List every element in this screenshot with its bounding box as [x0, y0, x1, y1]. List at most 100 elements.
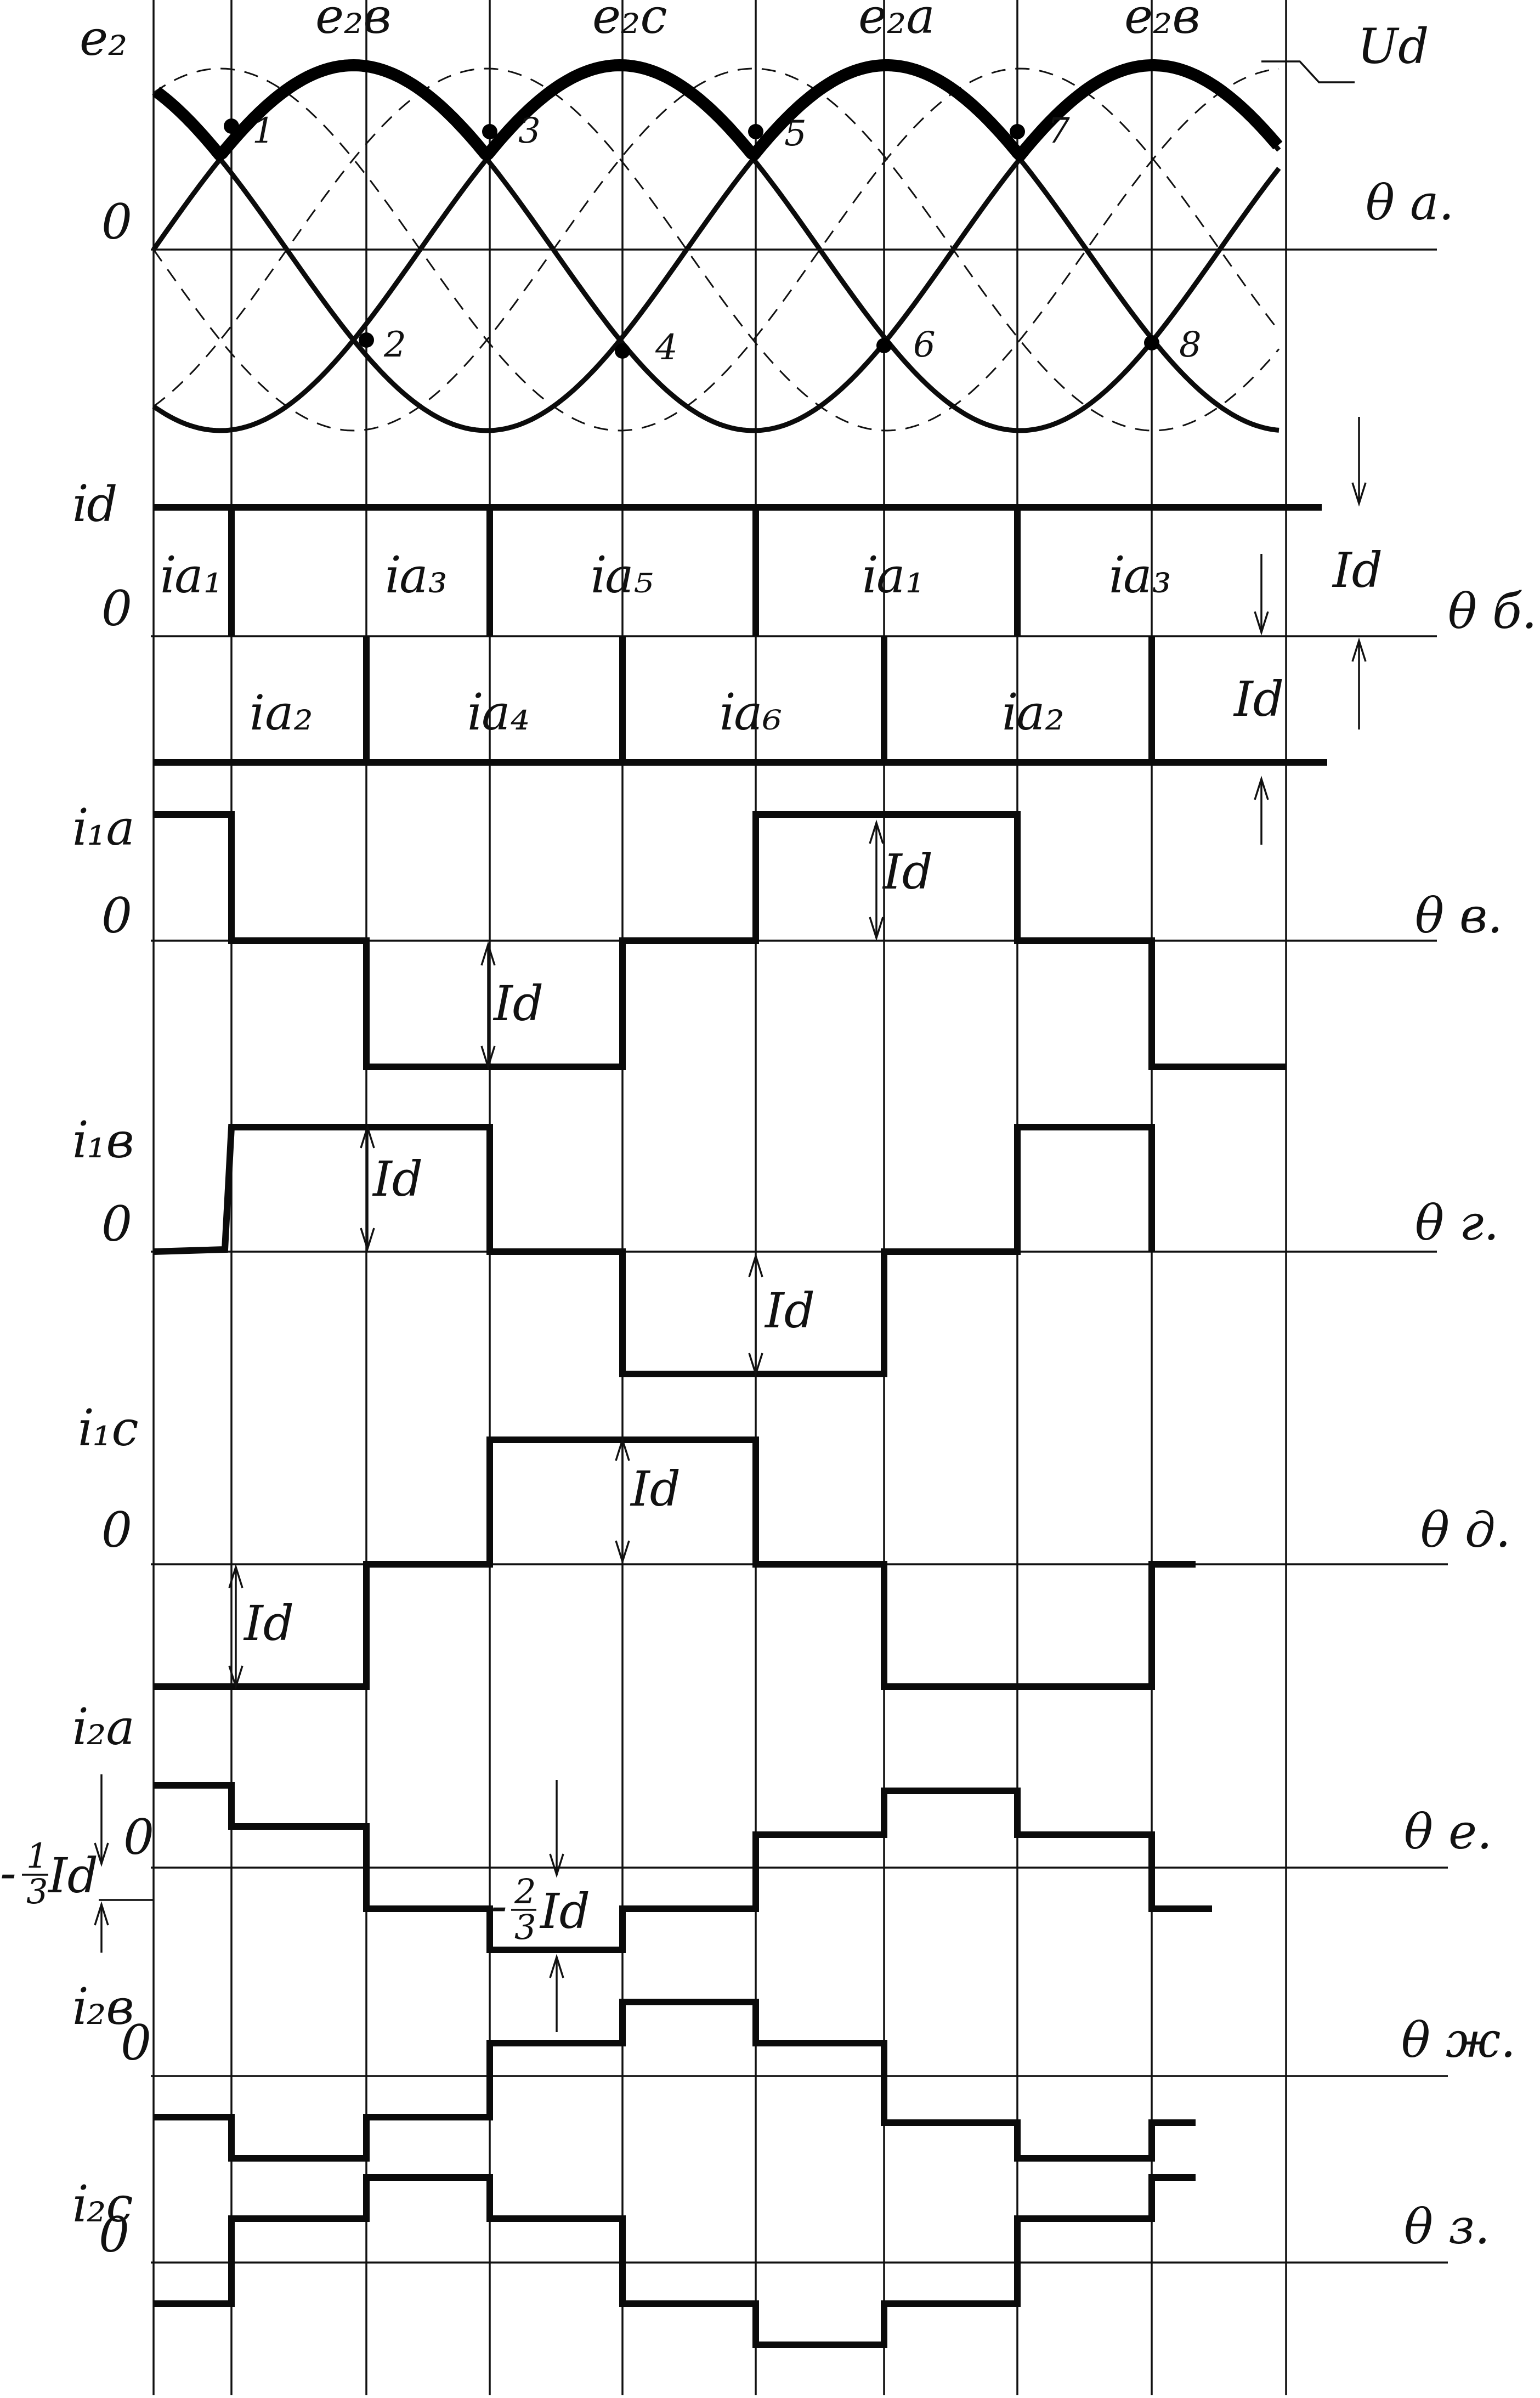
id-label-d1: Id	[630, 1461, 681, 1517]
valve-label-a2-2: i̇а₂	[1001, 685, 1065, 741]
panel-d: i̇₁с 0 θ д. Id Id	[77, 1400, 1511, 1690]
point-label-3: 3	[518, 111, 541, 151]
upper-valve-pulses	[228, 507, 1021, 636]
point-label-4: 4	[655, 327, 678, 368]
panel-e-zero: 0	[123, 1809, 154, 1865]
id-label-g1: Id	[372, 1151, 423, 1207]
panel-a: e₂ 0 θ а. Ud e₂в e₂с e₂а e₂в 1 2 3 4 5 6…	[80, 0, 1454, 433]
phase-sine-dashed	[153, 67, 1280, 432]
left-annotation-den: 3	[26, 1871, 48, 1911]
point-label-8: 8	[1179, 325, 1202, 365]
dim-e-mid-head	[549, 1853, 564, 1878]
left-annotation-id: Id	[47, 1847, 98, 1904]
panel-d-zero: 0	[101, 1502, 132, 1558]
mid-annotation-den: 3	[514, 1907, 536, 1947]
phase-label-e2c: e₂с	[592, 0, 667, 44]
mid-two-thirds-id-annotation: - 2 3 Id	[491, 1871, 590, 1947]
panel-zh: i̇₂в 0 θ ж.	[71, 1979, 1516, 2162]
intersection-dot	[615, 343, 630, 359]
panel-g: i̇₁в 0 θ г. Id Id	[71, 1112, 1499, 1377]
phase-sine-dashed	[153, 67, 1279, 432]
dim-v2-heads	[480, 941, 496, 1070]
panel-z-zero: 0	[99, 2207, 129, 2263]
panel-b: i̇d 0 θ б. Id Id i̇а₁ i̇а₃ i̇а₅ i̇а₁ i̇а…	[71, 417, 1537, 845]
valve-label-a4: i̇а₄	[466, 685, 530, 741]
id-label-v1: Id	[882, 844, 933, 900]
intersection-dot	[1010, 124, 1025, 139]
phase-label-e2b-2: e₂в	[1124, 0, 1201, 44]
valve-label-a1-2: i̇а₁	[861, 547, 925, 604]
i1a-waveform	[154, 811, 1286, 1070]
panel-a-y-label: e₂	[80, 10, 127, 66]
dim-d1-heads	[615, 1436, 630, 1565]
id-dim-arrow-low-head	[1254, 776, 1269, 800]
intersection-dot	[482, 124, 497, 139]
panel-z-axis-label: θ з.	[1404, 2198, 1490, 2255]
valve-label-a5: i̇а₅	[590, 547, 653, 604]
valve-label-a3: i̇а₃	[384, 547, 448, 604]
dim-d2-heads	[228, 1564, 244, 1690]
i2a-waveform	[154, 1782, 1212, 1953]
mid-annotation-num: 2	[514, 1871, 536, 1911]
point-label-6: 6	[913, 325, 936, 365]
phase-label-e2a: e₂а	[858, 0, 935, 44]
panel-a-zero: 0	[101, 194, 132, 250]
dashed-negative-phase-curves	[152, 67, 1280, 432]
panel-e-axis-label: θ е.	[1404, 1803, 1492, 1860]
intersection-dot	[1144, 335, 1159, 350]
intersection-dot	[748, 124, 763, 139]
left-annotation-sign: -	[0, 1845, 16, 1901]
panel-d-y-label: i̇₁с	[77, 1400, 139, 1457]
panel-v: i̇₁а 0 θ в. Id Id	[71, 800, 1503, 1070]
point-label-5: 5	[784, 114, 807, 154]
ud-label: Ud	[1357, 18, 1429, 75]
mid-annotation-sign: -	[491, 1877, 507, 1934]
valve-label-a3-2: i̇а₃	[1108, 547, 1171, 604]
i2b-waveform	[154, 1999, 1196, 2162]
phase-sine-dashed	[152, 67, 1280, 432]
intersection-dot	[359, 332, 374, 348]
lower-valve-pulses	[363, 636, 1155, 762]
panel-z: i̇₂с 0 θ з.	[71, 2174, 1490, 2348]
point-label-2: 2	[383, 325, 406, 365]
phase-label-e2b: e₂в	[315, 0, 392, 44]
phase-sine	[152, 66, 1279, 433]
panel-zh-y-label: i̇₂в	[71, 1979, 134, 2035]
valve-label-a1: i̇а₁	[159, 547, 223, 604]
valve-label-a2: iа₂	[250, 685, 313, 741]
dim-g1-heads	[360, 1124, 375, 1252]
dim-g2-heads	[748, 1253, 763, 1377]
panel-zh-zero: 0	[121, 2015, 151, 2071]
panel-e-y-label: i̇₂а	[71, 1699, 135, 1756]
left-annotation-num: 1	[26, 1836, 48, 1876]
panel-b-zero: 0	[101, 580, 132, 637]
panel-b-axis-label: θ б.	[1448, 583, 1537, 640]
panel-v-axis-label: θ в.	[1415, 887, 1503, 944]
point-label-1: 1	[252, 111, 275, 151]
panel-zh-axis-label: θ ж.	[1401, 2012, 1516, 2068]
panel-d-axis-label: θ д.	[1420, 1502, 1511, 1558]
id-dim-arrow-mid-head	[1254, 611, 1269, 636]
id-label-d2: Id	[243, 1595, 294, 1652]
left-third-id-annotation: - 1 3 Id	[0, 1836, 98, 1911]
dim-e-left-head	[94, 1842, 109, 1867]
i1b-waveform	[153, 1124, 1155, 1377]
mid-annotation-id: Id	[539, 1883, 590, 1939]
panel-a-axis-label: θ а.	[1366, 174, 1454, 231]
panel-v-y-label: i̇₁а	[71, 800, 135, 856]
panel-b-y-label: i̇d	[71, 476, 117, 533]
panel-g-zero: 0	[101, 1196, 132, 1252]
dim-e-mid-b-head	[549, 1954, 564, 1978]
panel-e: i̇₂а 0 θ е. - 1 3 Id - 2 3 Id	[0, 1699, 1492, 2032]
dim-v1-heads	[869, 819, 884, 941]
i1c-waveform	[154, 1436, 1196, 1690]
id-label-v2: Id	[492, 975, 543, 1032]
id-dim-arrow-bot-head	[1351, 637, 1367, 662]
panel-g-axis-label: θ г.	[1415, 1195, 1499, 1251]
i2c-waveform	[154, 2174, 1196, 2348]
vertical-grid	[152, 0, 1287, 2395]
point-label-7: 7	[1048, 111, 1070, 151]
ud-envelope-curve	[152, 59, 1283, 162]
